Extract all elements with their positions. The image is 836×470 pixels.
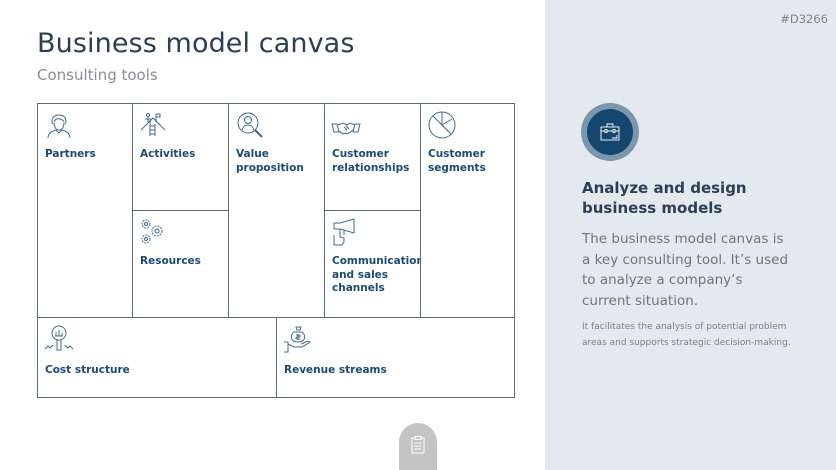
- cell-cost-structure[interactable]: Cost structure: [37, 317, 277, 398]
- cell-label: Value proposition: [236, 148, 304, 174]
- page-subtitle: Consulting tools: [37, 66, 158, 84]
- money-bag-hand-icon: [284, 326, 312, 353]
- cell-label: Customer segments: [428, 148, 486, 174]
- cell-label: Cost structure: [45, 364, 130, 376]
- panel-body: The business model canvas is a key consu…: [582, 231, 789, 309]
- cell-label: Customer relationships: [332, 148, 410, 174]
- cell-resources[interactable]: Resources: [132, 210, 229, 318]
- person-icon: [47, 114, 71, 139]
- panel-note: It facilitates the analysis of potential…: [582, 322, 791, 348]
- side-panel: #D3266 Analyze and design business model…: [545, 0, 836, 470]
- megaphone-icon: [333, 218, 355, 246]
- magnifier-chart-icon: [44, 325, 74, 351]
- handshake-icon: [331, 122, 361, 135]
- clipboard-icon: [411, 436, 425, 454]
- cell-label: Partners: [45, 148, 96, 160]
- cell-label: Revenue streams: [284, 364, 387, 376]
- page-title: Business model canvas: [37, 28, 355, 59]
- person-search-icon: [237, 112, 263, 138]
- notes-tab-handle[interactable]: [399, 423, 437, 470]
- panel-heading: Analyze and design business models: [582, 179, 747, 217]
- cell-value-proposition[interactable]: Value proposition: [228, 103, 325, 318]
- cell-label: Resources: [140, 255, 201, 267]
- cell-activities[interactable]: Activities: [132, 103, 229, 211]
- climbing-ladder-icon: [140, 113, 166, 136]
- briefcase-badge: [581, 103, 639, 161]
- cell-label: Activities: [140, 148, 196, 160]
- business-model-canvas: Partners Activities Resources Value prop…: [37, 103, 515, 398]
- cell-customer-segments[interactable]: Customer segments: [420, 103, 515, 318]
- pie-chart-icon: [428, 111, 456, 139]
- cell-customer-relationships[interactable]: Customer relationships: [324, 103, 421, 211]
- cell-partners[interactable]: Partners: [37, 103, 133, 318]
- briefcase-icon: [600, 123, 620, 141]
- gears-icon: [141, 219, 163, 244]
- slide-code: #D3266: [780, 12, 828, 26]
- cell-revenue-streams[interactable]: Revenue streams: [276, 317, 515, 398]
- cell-label: Communication and sales channels: [332, 255, 424, 294]
- cell-channels[interactable]: Communication and sales channels: [324, 210, 424, 318]
